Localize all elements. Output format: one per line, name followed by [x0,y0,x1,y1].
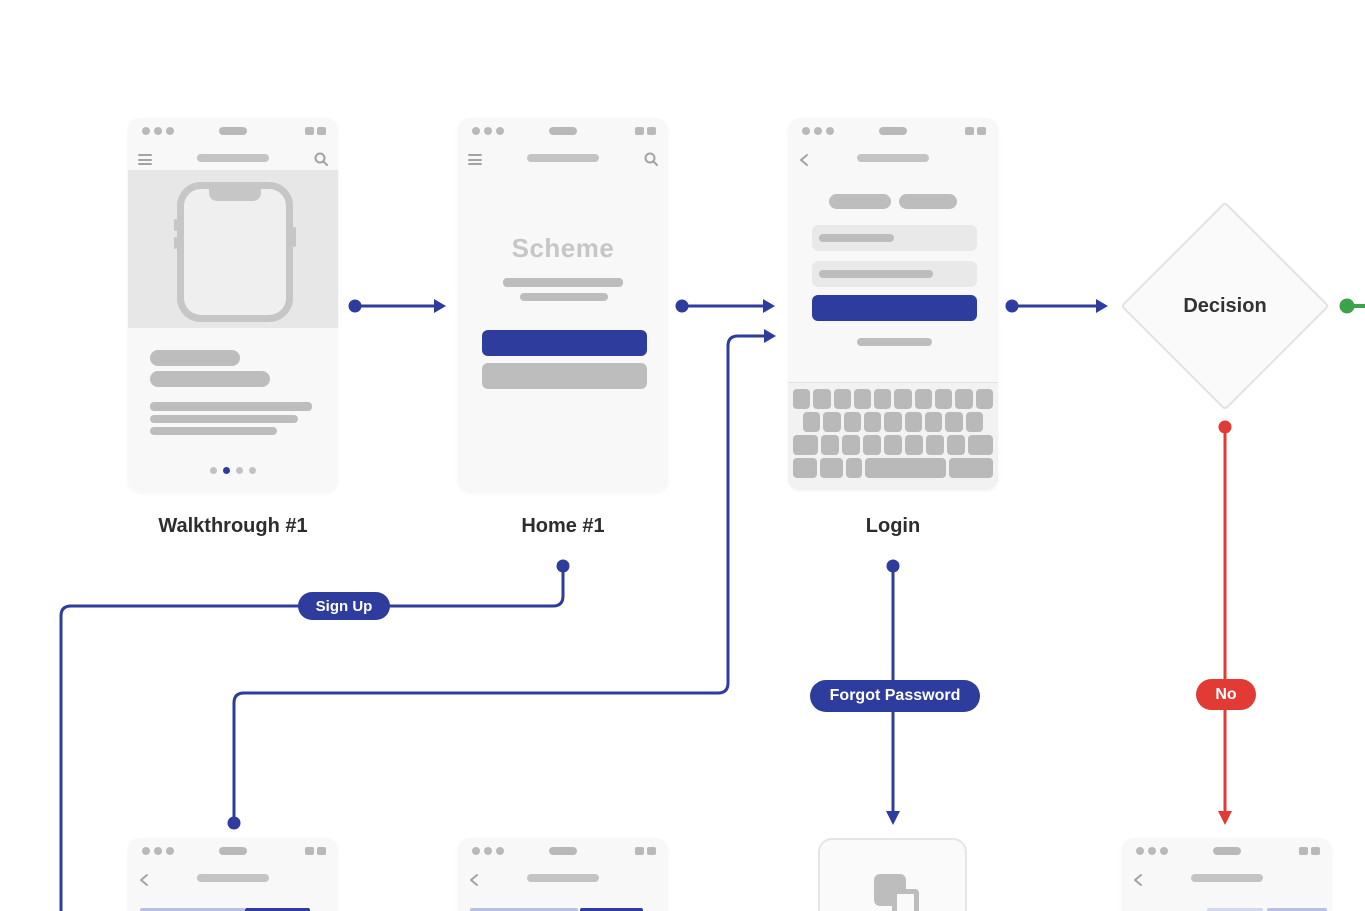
address-pill [549,847,577,855]
back-chevron-icon [1134,874,1142,886]
address-pill [219,127,247,135]
login-button-placeholder [812,295,977,321]
window-dots-icon [472,847,504,855]
link-placeholder [857,338,932,346]
nav-title-placeholder [527,874,599,882]
placeholder-icon [892,889,919,911]
nav-title-placeholder [197,874,269,882]
screen-home-1[interactable]: Scheme [458,118,668,492]
screen-caption: Home #1 [521,515,605,537]
keyboard [788,382,998,490]
screen-signup-bottom[interactable] [128,838,338,911]
text-line-placeholder [150,415,298,423]
navbar [788,148,998,174]
cutoff-element [1267,908,1327,911]
nav-title-placeholder [1191,874,1263,882]
tab-placeholder [829,194,891,209]
nav-title-placeholder [197,154,269,162]
window-buttons-icon [965,127,986,135]
cutoff-element [140,908,245,911]
window-dots-icon [142,127,174,135]
address-pill [549,127,577,135]
decision-label: Decision [1183,294,1267,317]
title-placeholder [150,371,270,387]
screen-bottom-3[interactable] [1122,838,1332,911]
tab-placeholder [899,194,957,209]
screen-caption: Walkthrough #1 [158,515,308,537]
cutoff-element [470,908,578,911]
address-pill [1213,847,1241,855]
navbar [1122,868,1332,894]
search-icon [314,152,328,166]
hero-image-area [128,170,338,328]
nav-title-placeholder [527,154,599,162]
navbar [128,148,338,174]
window-chrome [128,838,338,868]
screen-walkthrough-1[interactable] [128,118,338,492]
navbar [128,868,338,894]
menu-icon [138,154,152,168]
address-pill [879,127,907,135]
phone-notch [209,188,261,201]
secondary-button-placeholder [482,363,647,389]
window-chrome [458,838,668,868]
window-buttons-icon [305,127,326,135]
back-chevron-icon [800,154,808,166]
cutoff-element [245,908,310,911]
back-chevron-icon [470,874,478,886]
title-placeholder [150,350,240,366]
navbar [458,148,668,174]
window-buttons-icon [635,127,656,135]
window-buttons-icon [635,847,656,855]
text-line-placeholder [150,427,277,435]
cutoff-element [1207,908,1263,911]
pagination-dots [128,467,338,474]
window-dots-icon [472,127,504,135]
screen-caption: Login [865,515,921,537]
nav-title-placeholder [857,154,929,162]
search-icon [644,152,658,166]
back-chevron-icon [140,874,148,886]
window-dots-icon [1136,847,1168,855]
screen-login[interactable] [788,118,998,490]
modal-placeholder-node[interactable] [818,838,967,911]
sign-up-label[interactable]: Sign Up [298,592,390,620]
window-dots-icon [142,847,174,855]
no-label[interactable]: No [1196,679,1256,710]
address-pill [219,847,247,855]
window-chrome [128,118,338,148]
text-line-placeholder [520,293,608,301]
window-chrome [1122,838,1332,868]
window-buttons-icon [305,847,326,855]
username-field-placeholder [812,225,977,251]
navbar [458,868,668,894]
screen-bottom-2[interactable] [458,838,668,911]
forgot-password-label[interactable]: Forgot Password [810,680,980,712]
primary-button-placeholder [482,330,647,356]
cutoff-element [580,908,643,911]
text-line-placeholder [503,278,623,287]
window-chrome [788,118,998,148]
window-chrome [458,118,668,148]
window-buttons-icon [1299,847,1320,855]
phone-icon [174,182,296,322]
app-logo-text: Scheme [511,233,615,263]
password-field-placeholder [812,261,977,287]
menu-icon [468,154,482,168]
window-dots-icon [802,127,834,135]
text-line-placeholder [150,402,312,411]
